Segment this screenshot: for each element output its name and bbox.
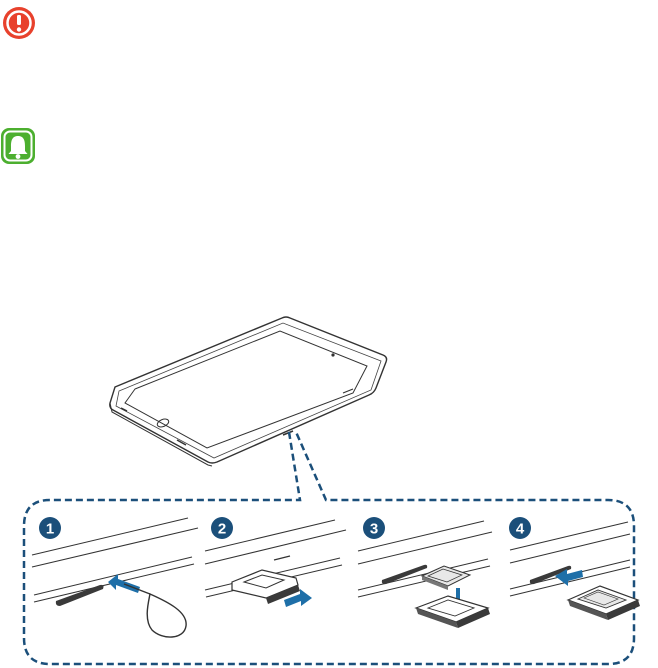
pull-out-arrow-icon — [284, 589, 312, 607]
tablet-device — [109, 316, 388, 467]
step-badge-4: 4 — [509, 517, 531, 539]
step-number: 4 — [516, 521, 525, 538]
insert-tray-arrow-icon — [555, 569, 583, 586]
step-badge-3: 3 — [363, 517, 385, 539]
warning-icon — [3, 7, 35, 39]
step-2-panel — [204, 519, 347, 607]
push-arrow-icon — [108, 574, 140, 593]
notice-bell-icon — [1, 128, 35, 164]
step-1-panel — [31, 517, 199, 638]
ejection-pin-icon — [146, 593, 187, 638]
step-3-panel — [357, 520, 493, 628]
step-number: 2 — [218, 521, 226, 538]
step-4-panel — [509, 521, 640, 620]
step-number: 1 — [46, 521, 54, 538]
step-badge-1: 1 — [39, 517, 61, 539]
dashed-callout-frame — [22, 431, 636, 666]
step-badge-2: 2 — [211, 517, 233, 539]
step-number: 3 — [370, 521, 378, 538]
